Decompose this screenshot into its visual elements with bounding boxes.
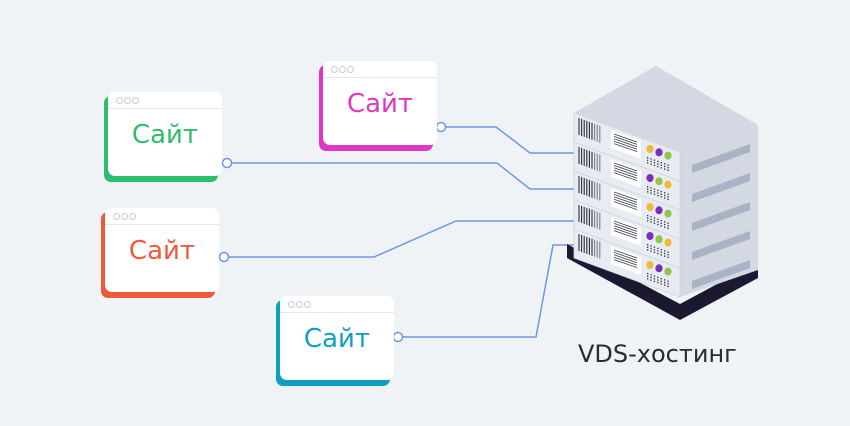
line-green	[232, 162, 575, 190]
server-unit	[573, 228, 758, 298]
site-window-blue: Сайт	[276, 296, 394, 386]
status-led	[646, 203, 654, 211]
status-led	[664, 180, 672, 189]
status-led	[664, 267, 672, 276]
line-red	[229, 220, 575, 258]
server-top	[574, 66, 758, 152]
site-label: Сайт	[346, 89, 414, 119]
connector-blue	[392, 331, 404, 343]
window-titlebar	[323, 61, 437, 78]
line-blue	[403, 244, 575, 338]
status-led	[664, 151, 672, 160]
connector-green	[221, 157, 233, 169]
site-label: Сайт	[128, 236, 196, 266]
status-led	[664, 209, 672, 218]
server-rack-icon	[567, 66, 758, 320]
window-titlebar	[108, 92, 222, 109]
server-unit	[573, 170, 758, 240]
site-label: Сайт	[303, 324, 371, 354]
window-titlebar	[280, 296, 394, 313]
site-window-green: Сайт	[104, 92, 222, 182]
status-led	[646, 174, 654, 182]
connector-red	[218, 251, 230, 263]
server-base	[567, 244, 758, 320]
status-led	[655, 148, 663, 157]
site-window-pink: Сайт	[319, 61, 437, 151]
status-led	[646, 261, 654, 269]
connector-pink	[435, 121, 447, 133]
status-led	[646, 145, 654, 153]
status-led	[646, 232, 654, 240]
site-window-red: Сайт	[101, 208, 219, 298]
server-unit	[573, 141, 758, 211]
window-titlebar	[105, 208, 219, 225]
server-caption: VDS-хостинг	[578, 340, 737, 368]
site-label: Сайт	[131, 120, 199, 150]
status-led	[655, 206, 663, 215]
status-led	[655, 177, 663, 186]
status-led	[655, 235, 663, 244]
status-led	[655, 264, 663, 273]
line-pink	[446, 126, 575, 154]
status-led	[664, 238, 672, 247]
